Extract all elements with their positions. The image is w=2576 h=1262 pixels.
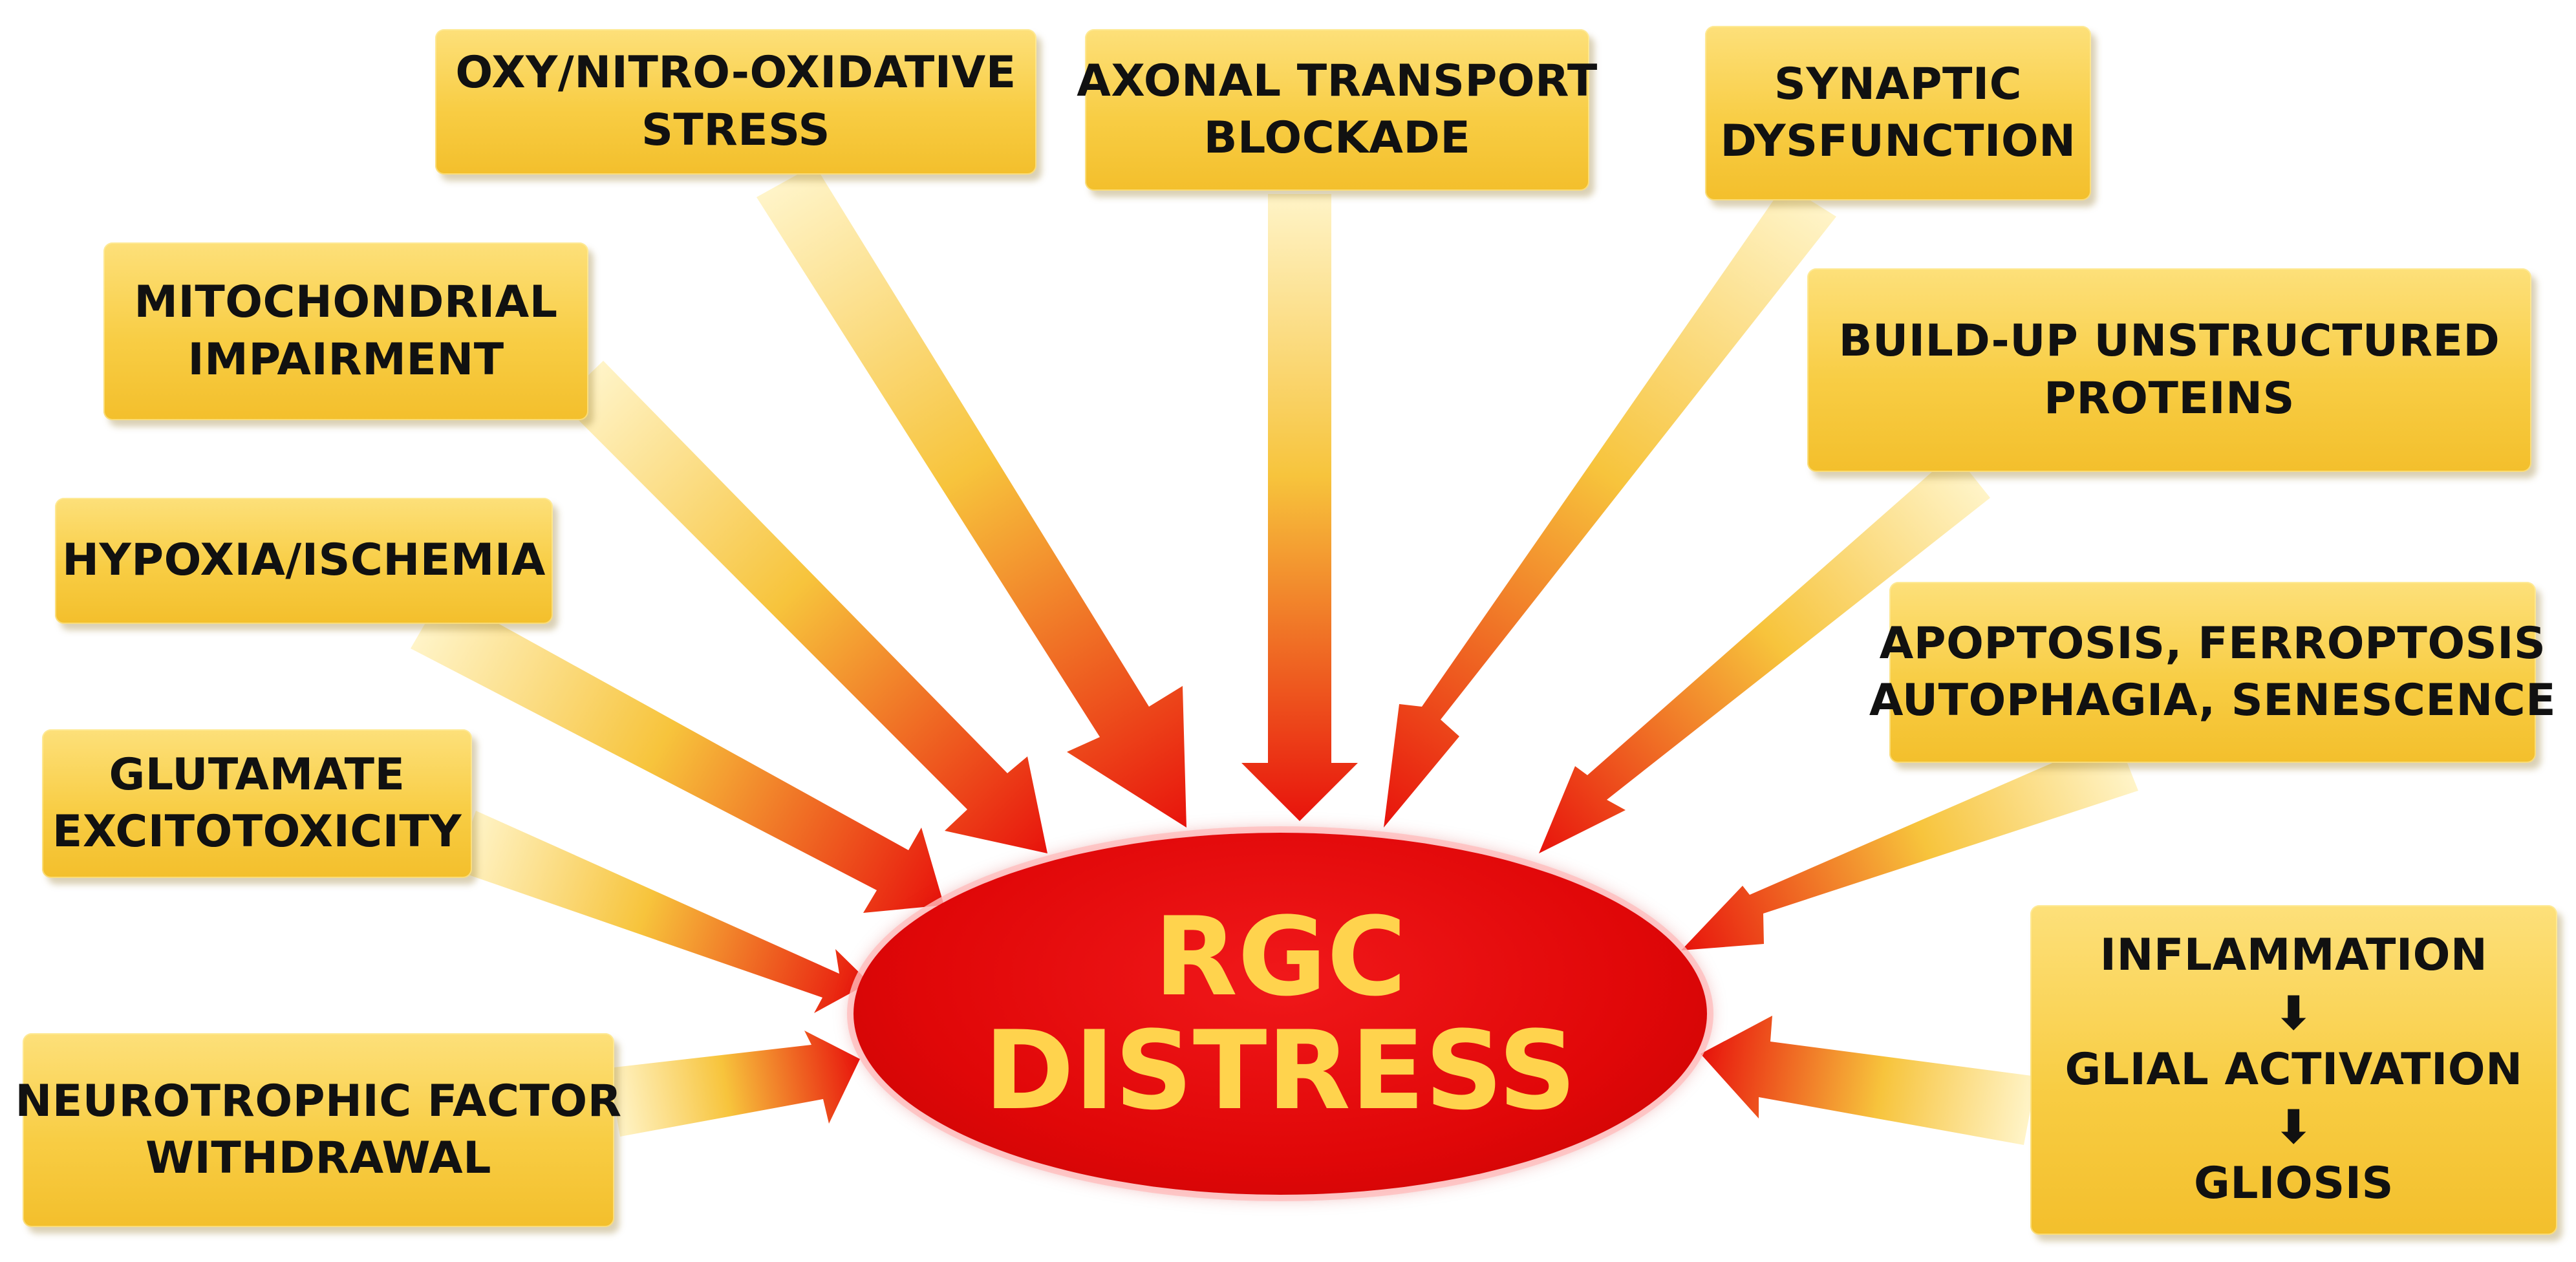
box-hypoxia-ischemia: HYPOXIA/ISCHEMIA: [55, 498, 553, 624]
box-apoptosis-ferroptosis-autophagia-senescence: APOPTOSIS, FERROPTOSIS AUTOPHAGIA, SENES…: [1869, 582, 2556, 763]
arrow-buildup: [1539, 453, 1990, 853]
down-arrow-icon: ⬇: [2274, 985, 2313, 1040]
box-glutamate-excitotoxicity: GLUTAMATE EXCITOTOXICITY: [42, 729, 472, 878]
center-title-line1: RGC: [1154, 893, 1407, 1020]
arrow-hypoxia: [411, 593, 944, 913]
arrow-oxy: [757, 165, 1186, 828]
arrow-mito: [561, 361, 1047, 853]
box-mitochondrial-impairment: MITOCHONDRIAL IMPAIRMENT: [103, 242, 588, 420]
arrow-inflammation: [1701, 1016, 2037, 1145]
arrow-synaptic: [1384, 184, 1836, 828]
box-neurotrophic-factor-withdrawal: NEUROTROPHIC FACTOR WITHDRAWAL: [15, 1033, 621, 1227]
box-inflammation-glial-activation-gliosis: INFLAMMATION ⬇ GLIAL ACTIVATION ⬇ GLIOSI…: [2030, 905, 2557, 1235]
center-title-line2: DISTRESS: [983, 1007, 1577, 1134]
box-oxy-nitro-oxidative-stress: OXY/NITRO-OXIDATIVE STRESS: [435, 29, 1036, 175]
rgc-distress-ellipse: RGC DISTRESS: [853, 833, 1707, 1195]
arrow-neuro: [608, 1031, 860, 1137]
arrow-apoptosis: [1681, 735, 2138, 950]
box-axonal-transport-blockade: AXONAL TRANSPORT BLOCKADE: [1077, 29, 1597, 191]
arrow-axonal: [1241, 194, 1358, 821]
arrow-glutamate: [455, 811, 870, 1013]
down-arrow-icon: ⬇: [2274, 1100, 2313, 1155]
box-synaptic-dysfunction: SYNAPTIC DYSFUNCTION: [1705, 26, 2091, 200]
box-build-up-unstructured-proteins: BUILD-UP UNSTRUCTURED PROTEINS: [1807, 268, 2531, 472]
